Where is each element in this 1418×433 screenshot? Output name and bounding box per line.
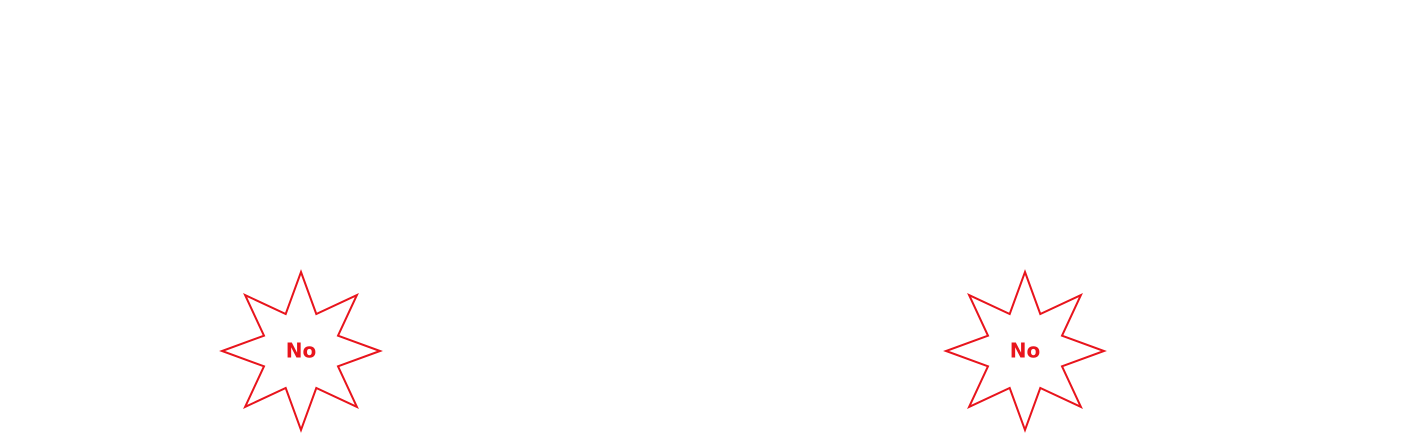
star-label-right: No	[1010, 339, 1040, 363]
star-badge-right: No	[943, 269, 1107, 433]
star-label-left: No	[286, 339, 316, 363]
star-badge-left: No	[219, 269, 383, 433]
eight-point-star-icon	[943, 269, 1107, 433]
eight-point-star-icon	[219, 269, 383, 433]
